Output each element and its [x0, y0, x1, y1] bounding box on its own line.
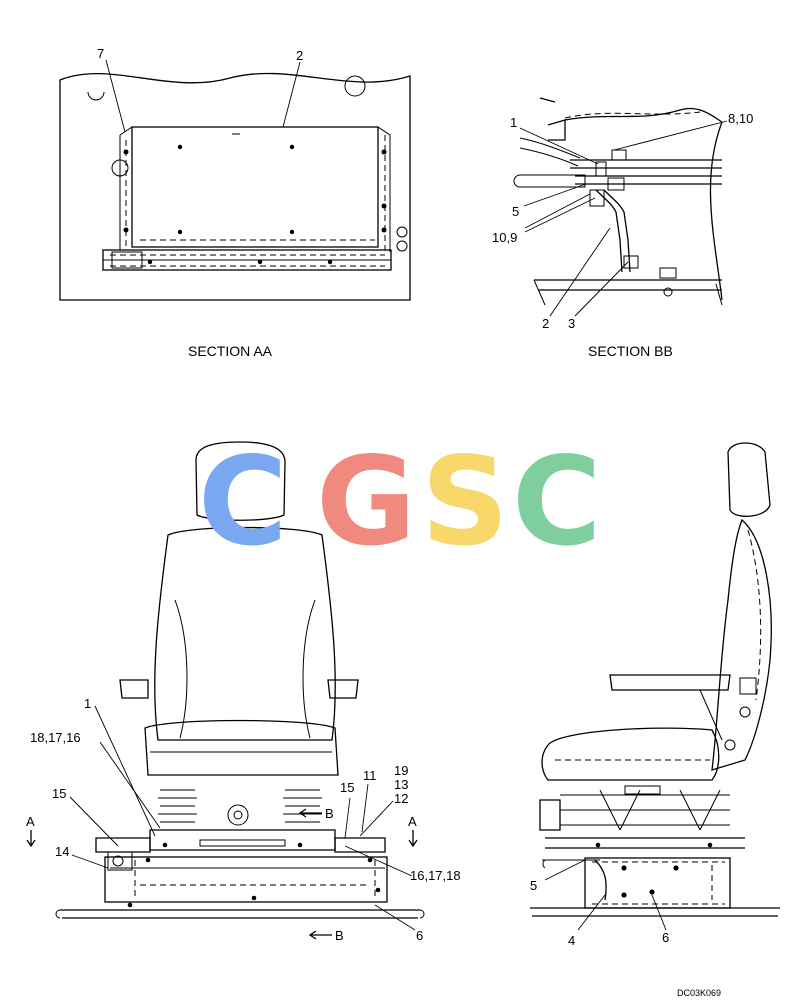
callout-6: 6 [662, 930, 669, 945]
callout-8-10: 8,10 [728, 111, 753, 126]
section-bb-caption: SECTION BB [588, 343, 673, 359]
callout-1: 1 [510, 115, 517, 130]
watermark-letter-s: S [421, 431, 509, 573]
callout-15-right: 15 [340, 780, 354, 795]
callout-2: 2 [542, 316, 549, 331]
callout-5: 5 [530, 878, 537, 893]
callout-7: 7 [97, 46, 104, 61]
section-bb-view: 1 8,10 5 10,9 2 3 SECTION BB [492, 97, 753, 359]
section-aa-view: 7 2 SECTION AA [59, 46, 411, 359]
cgsc-watermark: C G S C [198, 431, 602, 573]
side-seat-view: 5 4 6 [530, 442, 780, 948]
view-marker-b-lower: B [335, 928, 344, 943]
callout-14: 14 [55, 844, 69, 859]
callout-1: 1 [84, 696, 91, 711]
watermark-letter-c: C [512, 431, 602, 573]
view-marker-b-upper: B [325, 806, 334, 821]
view-marker-a-right: A [408, 814, 417, 829]
callout-3: 3 [568, 316, 575, 331]
callout-11: 11 [363, 768, 377, 783]
callout-6: 6 [416, 928, 423, 943]
section-aa-caption: SECTION AA [188, 343, 273, 359]
view-marker-a-left: A [26, 814, 35, 829]
callout-13: 13 [394, 777, 408, 792]
watermark-letter-c: C [198, 431, 288, 573]
callout-12: 12 [394, 791, 408, 806]
callout-4: 4 [568, 933, 575, 948]
callout-10-9: 10,9 [492, 230, 517, 245]
watermark-letter-g: G [316, 431, 416, 573]
callout-16-17-18: 16,17,18 [410, 868, 461, 883]
drawing-code: DC03K069 [677, 988, 721, 998]
front-seat-view: A A B B 1 18,17,16 15 14 19 13 11 12 15 … [26, 441, 461, 943]
callout-19: 19 [394, 763, 408, 778]
callout-2: 2 [296, 48, 303, 63]
callout-5: 5 [512, 204, 519, 219]
callout-18-17-16: 18,17,16 [30, 730, 81, 745]
callout-15-left: 15 [52, 786, 66, 801]
